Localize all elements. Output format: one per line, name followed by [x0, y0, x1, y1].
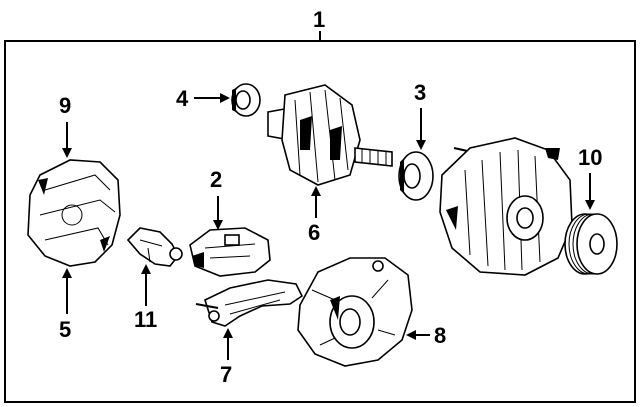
callout-8-label: 8 [434, 323, 446, 348]
callout-9-label: 9 [59, 93, 71, 118]
rotor-icon [267, 84, 393, 186]
callout-4: 4 [176, 86, 230, 111]
bearing-icon [231, 83, 261, 117]
callout-5-label: 5 [59, 317, 71, 342]
callout-7-label: 7 [220, 362, 232, 387]
rectifier-icon [195, 279, 304, 327]
callout-2-label: 2 [210, 167, 222, 192]
end-frame-icon [297, 257, 413, 367]
brush-holder-icon [126, 227, 183, 267]
callout-11-label: 11 [134, 307, 157, 332]
pulley-icon [564, 213, 618, 275]
callout-1-label: 1 [313, 7, 325, 32]
callout-1: 1 [313, 7, 325, 41]
callout-9: 9 [59, 93, 72, 158]
callout-10: 10 [578, 145, 602, 210]
bearing-icon [398, 151, 434, 201]
callout-10-label: 10 [578, 145, 602, 170]
callout-11: 11 [134, 264, 157, 332]
callout-2: 2 [210, 167, 223, 230]
alternator-housing-icon [439, 137, 573, 276]
regulator-icon [189, 227, 271, 277]
callout-3: 3 [414, 80, 426, 150]
callout-3-label: 3 [414, 80, 426, 105]
callout-8: 8 [406, 323, 446, 348]
rear-cover-icon [27, 159, 121, 267]
callout-6: 6 [308, 186, 321, 245]
callout-6-label: 6 [308, 220, 320, 245]
callout-4-label: 4 [176, 86, 189, 111]
callout-5: 5 [59, 268, 72, 342]
callout-7: 7 [220, 328, 233, 387]
